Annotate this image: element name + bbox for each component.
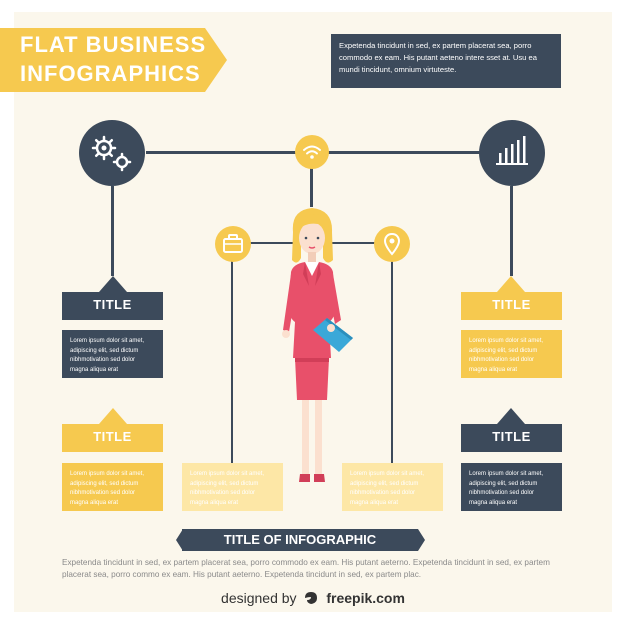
location-pin-icon bbox=[383, 232, 401, 256]
shoe-right bbox=[314, 474, 325, 482]
right-bottom-notch bbox=[497, 408, 525, 424]
shoe-left bbox=[299, 474, 310, 482]
gears-circle bbox=[79, 120, 145, 186]
footer-text: Expetenda tincidunt in sed, ex partem pl… bbox=[62, 558, 550, 579]
title-banner-arrow bbox=[205, 28, 227, 92]
jacket bbox=[289, 262, 335, 358]
skirt bbox=[295, 358, 329, 400]
chart-circle bbox=[479, 120, 545, 186]
bar-chart-icon bbox=[496, 136, 528, 165]
lapel-left bbox=[303, 262, 309, 286]
left-top-notch bbox=[99, 276, 127, 292]
right-top-title: TITLE bbox=[461, 292, 562, 320]
left-bottom-text: Lorem ipsum dolor sit amet, adipiscing e… bbox=[62, 463, 163, 511]
right-vertical-line bbox=[510, 186, 513, 276]
businesswoman-illustration bbox=[282, 208, 353, 482]
right-bottom-title: TITLE bbox=[461, 424, 562, 452]
wifi-icon bbox=[303, 145, 321, 159]
mouth bbox=[308, 246, 316, 249]
title-banner bbox=[0, 28, 205, 92]
wifi-circle bbox=[295, 135, 329, 169]
arm-left bbox=[283, 274, 297, 332]
briefcase-icon bbox=[223, 234, 243, 253]
left-top-title: TITLE bbox=[62, 292, 163, 320]
credit-brand[interactable]: freepik.com bbox=[326, 590, 405, 606]
center-right-text-box: Lorem ipsum dolor sit amet, adipiscing e… bbox=[342, 463, 443, 511]
leg-right bbox=[315, 400, 322, 474]
folder bbox=[313, 318, 353, 352]
waistband bbox=[295, 358, 329, 362]
gears-icon bbox=[91, 135, 132, 172]
right-bottom-text: Lorem ipsum dolor sit amet, adipiscing e… bbox=[461, 463, 562, 511]
blouse bbox=[305, 262, 319, 276]
location-circle bbox=[374, 226, 410, 262]
title-line-2: INFOGRAPHICS bbox=[20, 61, 201, 86]
footer-title: TITLE OF INFOGRAPHIC bbox=[182, 529, 418, 551]
mid-right-vertical-line bbox=[391, 261, 393, 463]
credit-line: designed by freepik.com bbox=[0, 590, 626, 608]
hair-bangs bbox=[297, 214, 329, 230]
left-bottom-notch bbox=[99, 408, 127, 424]
left-vertical-line bbox=[111, 186, 114, 276]
neck bbox=[308, 252, 316, 262]
left-bottom-title: TITLE bbox=[62, 424, 163, 452]
left-top-text: Lorem ipsum dolor sit amet, adipiscing e… bbox=[62, 330, 163, 378]
arm-right bbox=[327, 274, 341, 324]
footer-title-cap-left bbox=[176, 529, 183, 551]
center-vertical-line bbox=[310, 167, 313, 207]
credit-prefix: designed by bbox=[221, 590, 297, 606]
mid-left-vertical-line bbox=[231, 261, 233, 463]
center-left-text-box: Lorem ipsum dolor sit amet, adipiscing e… bbox=[182, 463, 283, 511]
intro-text-box: Expetenda tincidunt in sed, ex partem pl… bbox=[331, 34, 561, 88]
face bbox=[299, 222, 325, 254]
footer-title-cap-right bbox=[418, 529, 425, 551]
eye-left bbox=[304, 236, 308, 240]
hand-right bbox=[327, 324, 335, 332]
title-line-1: FLAT BUSINESS bbox=[20, 32, 207, 57]
leg-left bbox=[302, 400, 309, 474]
hand-left bbox=[282, 330, 290, 338]
briefcase-circle bbox=[215, 226, 251, 262]
right-top-text: Lorem ipsum dolor sit amet, adipiscing e… bbox=[461, 330, 562, 378]
folder-edge bbox=[325, 318, 353, 340]
eye-right bbox=[316, 236, 320, 240]
freepik-logo-icon bbox=[303, 591, 319, 608]
lapel-right bbox=[315, 262, 321, 286]
right-top-notch bbox=[497, 276, 525, 292]
